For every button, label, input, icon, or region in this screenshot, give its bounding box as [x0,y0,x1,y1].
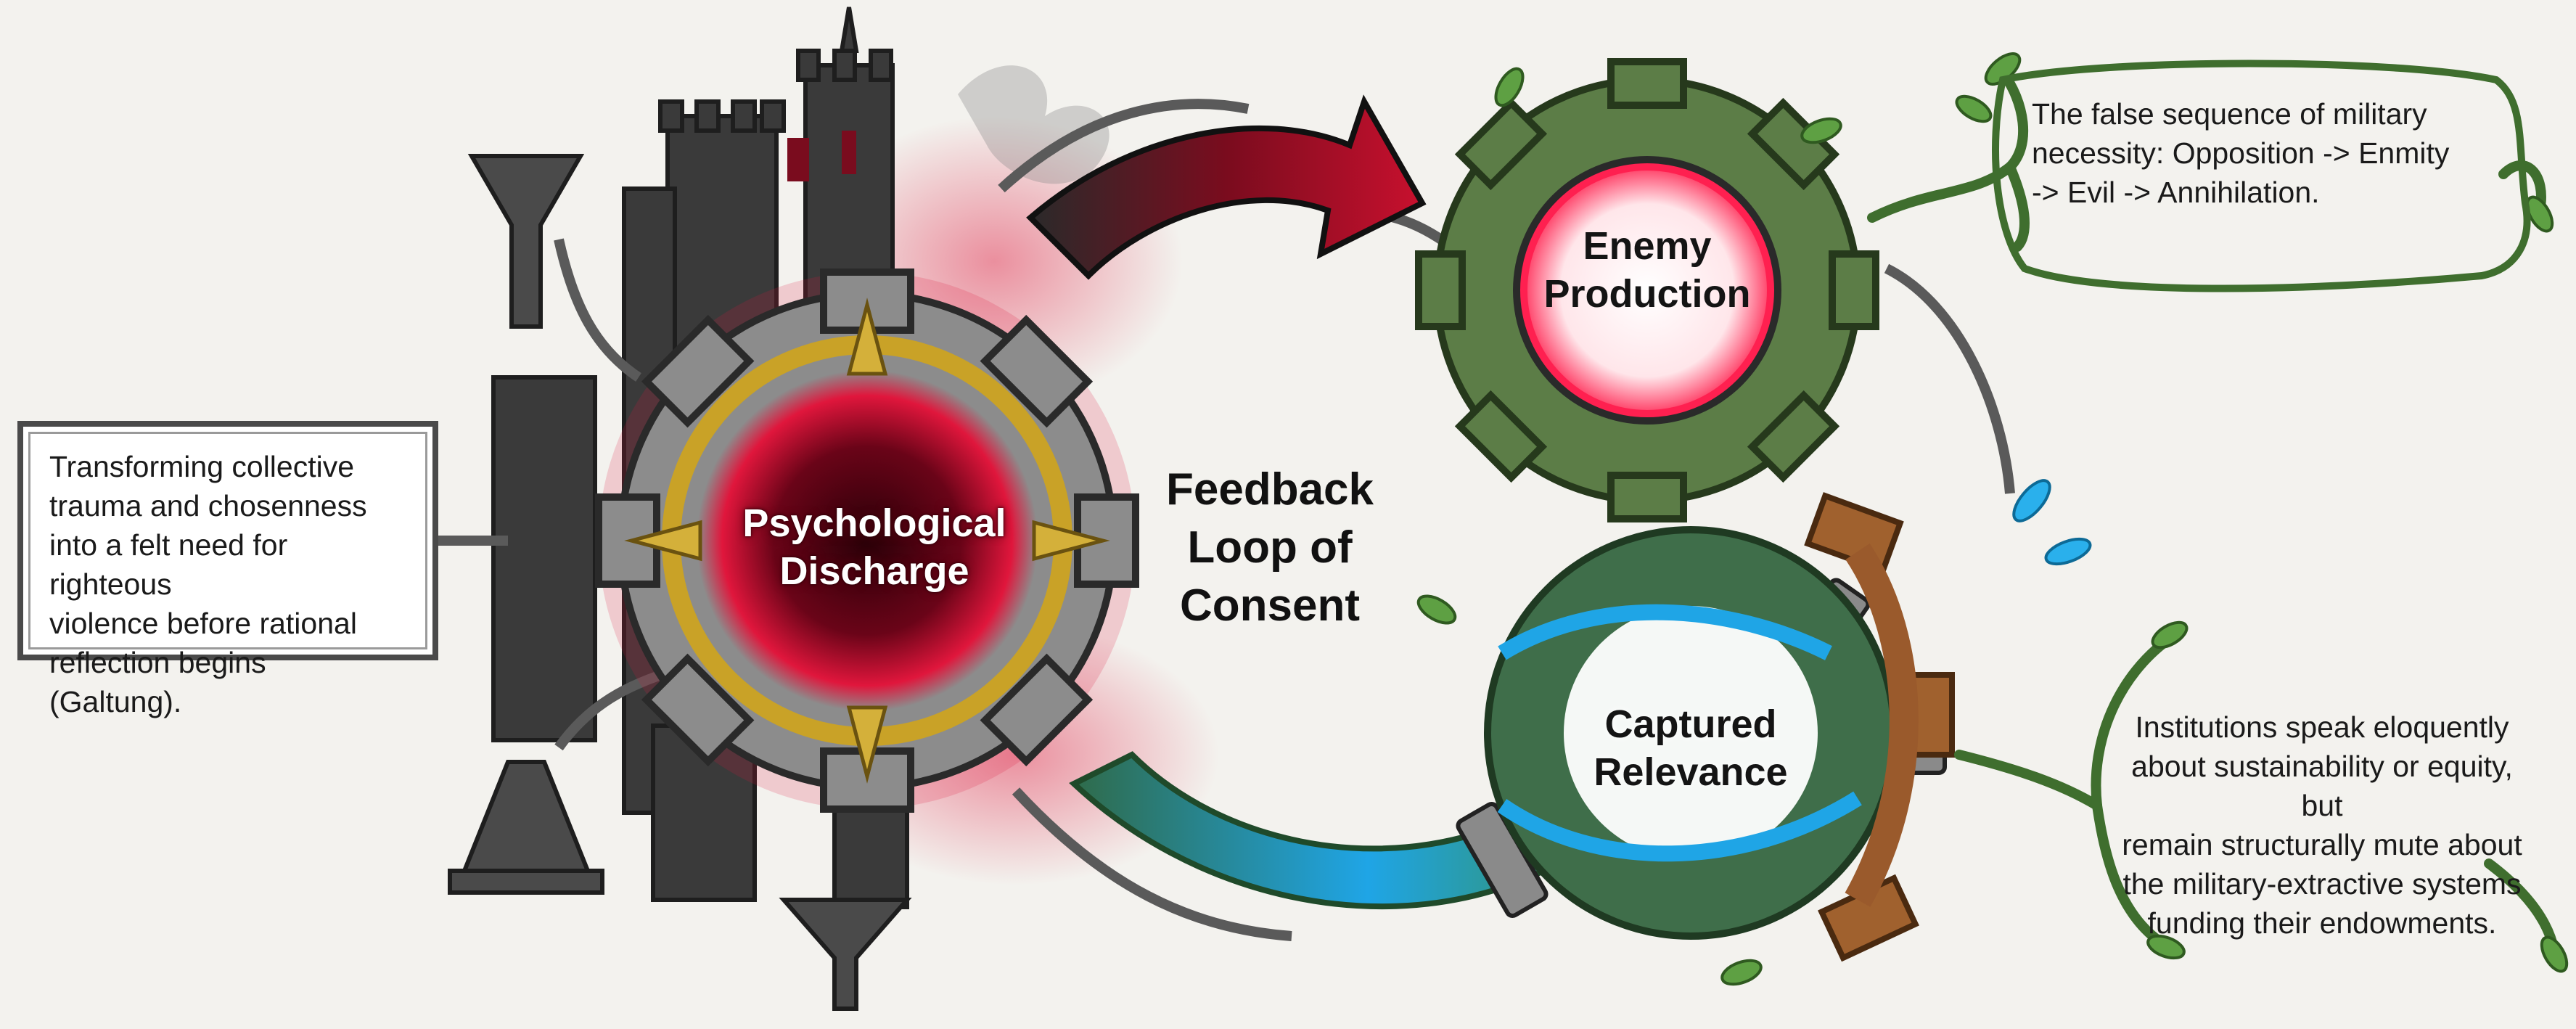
callout-top-line: -> Evil -> Annihilation. [2032,176,2320,209]
callout-left-line: Transforming collective [49,450,355,483]
psych-line2: Discharge [779,549,969,593]
callout-bottom-line: about sustainability or equity, but [2131,750,2513,822]
psych-line1: Psychological [742,501,1006,545]
enemy-production-label: Enemy Production [1502,222,1792,318]
callout-left-line: reflection begins (Galtung). [49,646,266,718]
callout-top-line: The false sequence of military [2032,97,2427,131]
smoke-cloud [958,65,1109,184]
captured-line2: Relevance [1593,750,1788,794]
enemy-line1: Enemy [1583,224,1712,268]
callout-left-line: violence before rational [49,607,357,640]
blue-leaf-icon [2012,479,2092,566]
callout-enemy-production: The false sequence of military necessity… [2032,94,2496,212]
leaf-icon [1416,52,2569,986]
captured-line1: Captured [1604,702,1777,746]
enemy-line2: Production [1543,272,1751,316]
center-label-line2: Loop of [1187,522,1353,573]
psychological-discharge-label: Psychological Discharge [671,499,1078,595]
callout-bottom-line: remain structurally mute about [2122,828,2522,861]
callout-bottom-line: Institutions speak eloquently [2135,710,2509,744]
funnel-icon [448,154,912,1011]
callout-psychological-discharge: Transforming collective trauma and chose… [17,421,438,718]
psychological-discharge-gear [595,268,1139,813]
callout-bottom-line: the military-extractive systems [2122,867,2522,901]
loop-arrow-top [1026,94,1427,280]
callout-bottom-line: funding their endowments. [2147,906,2497,940]
captured-relevance-gear [1484,492,1955,962]
feedback-loop-title: Feedback Loop of Consent [1103,461,1437,635]
center-label-line1: Feedback [1165,464,1374,514]
center-label-line3: Consent [1180,581,1360,631]
enemy-production-gear [1415,58,1879,522]
callout-top-line: necessity: Opposition -> Enmity [2032,136,2450,170]
callout-left-line: trauma and chosenness [49,489,367,522]
captured-relevance-label: Captured Relevance [1546,700,1836,796]
callout-captured-relevance: Institutions speak eloquently about sust… [2112,708,2532,943]
callout-left-line: into a felt need for righteous [49,528,288,601]
vine-frame-top [1992,60,2531,292]
